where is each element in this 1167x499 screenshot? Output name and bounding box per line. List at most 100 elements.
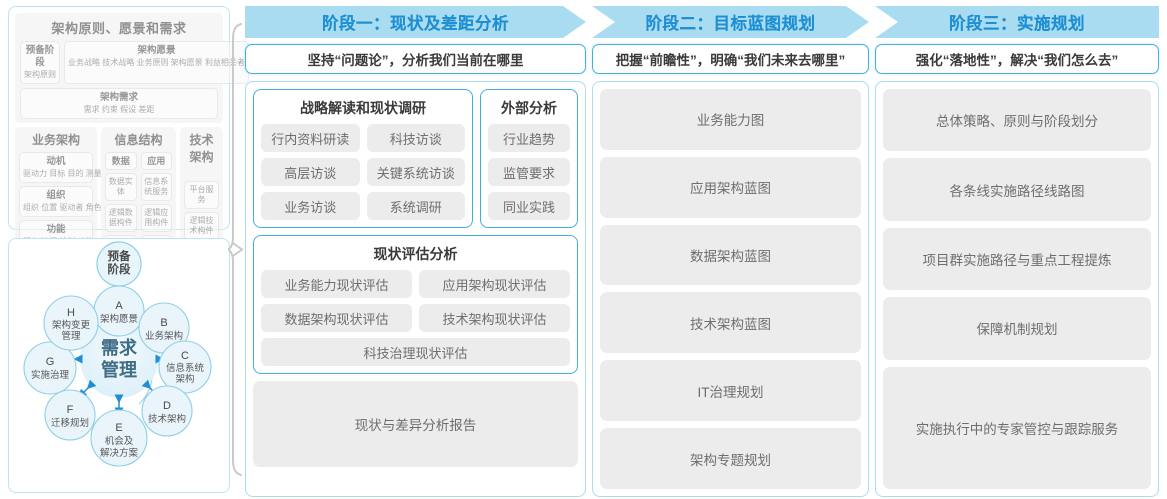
- pill-row: 数据架构现状评估 技术架构现状评估: [261, 304, 570, 332]
- togaf-adm-cycle-panel: 预备 阶段 需求 管理: [8, 238, 230, 493]
- brace-arrow-head: [232, 242, 243, 257]
- list-item[interactable]: 架构专题规划: [600, 428, 861, 489]
- phase-2-ribbon[interactable]: 阶段二：目标蓝图规划: [592, 6, 869, 38]
- current-state-assessment-card: 现状评估分析 业务能力现状评估 应用架构现状评估 数据架构现状评估 技术架构现状…: [253, 235, 578, 374]
- togaf-vision-box: 架构愿景 业务战略 技术战略 业务原则 架构愿景 利益相关者: [64, 41, 249, 84]
- phase-column-2: 阶段二：目标蓝图规划 把握“前瞻性”，明确“我们未来去哪里” 业务能力图 应用架…: [592, 6, 869, 497]
- pill-item[interactable]: 同业实践: [488, 192, 570, 220]
- adm-node-g-label: 实施治理: [31, 369, 70, 381]
- adm-node-d[interactable]: [141, 385, 193, 437]
- phase-column-1: 阶段一：现状及差距分析 坚持“问题论”，分析我们当前在哪里 战略解读和现状调研 …: [245, 6, 586, 497]
- adm-node-g-key: G: [46, 356, 55, 368]
- list-item[interactable]: 总体策略、原则与阶段划分: [883, 89, 1151, 152]
- list-item[interactable]: IT治理规划: [600, 360, 861, 422]
- togaf-top-title: 架构原则、愿景和需求: [51, 21, 187, 36]
- togaf-requirements-items: 需求 约束 假设 差距: [83, 105, 155, 114]
- adm-preliminary-line2: 阶段: [108, 262, 131, 276]
- phase-3-body: 总体策略、原则与阶段划分 各条线实施路径线路图 项目群实施路径与重点工程提炼 保…: [875, 81, 1159, 497]
- current-state-assessment-title: 现状评估分析: [373, 246, 458, 262]
- adm-cycle-diagram: 预备 阶段 需求 管理: [23, 241, 212, 467]
- togaf-col-technology-header: 技术架构: [189, 133, 214, 164]
- pill-item[interactable]: 业务访谈: [261, 192, 360, 220]
- adm-node-f[interactable]: [44, 389, 96, 441]
- pill-item[interactable]: 监管要求: [488, 158, 570, 186]
- list-item[interactable]: 保障机制规划: [883, 297, 1151, 360]
- adm-node-h[interactable]: [43, 295, 99, 351]
- phase-1-top-row: 战略解读和现状调研 行内资料研读 科技访谈 高层访谈 关键系统访谈 业务访谈 系…: [253, 89, 578, 228]
- adm-node-c-label2: 架构: [175, 373, 194, 385]
- togaf-vision-items: 业务战略 技术战略 业务原则 架构愿景 利益相关者: [68, 58, 245, 67]
- pill-row: 业务访谈 系统调研: [261, 192, 465, 220]
- adm-node-a-label: 架构愿景: [100, 313, 138, 325]
- adm-node-c-key: C: [181, 350, 189, 362]
- togaf-requirements-box: 架构需求 需求 约束 假设 差距: [20, 88, 218, 119]
- adm-node-b-key: B: [160, 317, 167, 329]
- list-item[interactable]: 实施执行中的专家管控与跟踪服务: [883, 366, 1151, 489]
- adm-node-e-label2: 解决方案: [100, 447, 139, 459]
- adm-node-e-label1: 机会及: [105, 435, 134, 447]
- adm-node-d-key: D: [163, 400, 171, 412]
- list-item[interactable]: 数据架构蓝图: [600, 224, 861, 286]
- adm-node-g[interactable]: [23, 341, 77, 395]
- pill-item[interactable]: 科技访谈: [366, 124, 465, 152]
- pill-item[interactable]: 业务能力现状评估: [261, 270, 412, 298]
- togaf-content-framework-panel: 架构原则、愿景和需求 预备阶段 架构原则 架构愿景 业务战略 技术战略 业务原则…: [8, 6, 249, 330]
- adm-center-line1: 需求: [101, 337, 138, 358]
- list-item[interactable]: 应用架构蓝图: [600, 156, 861, 218]
- list-item[interactable]: 业务能力图: [600, 89, 861, 150]
- pill-row: 科技治理现状评估: [261, 338, 570, 366]
- togaf-col-information-header: 信息结构: [114, 133, 163, 147]
- list-item[interactable]: 技术架构蓝图: [600, 292, 861, 354]
- pill-row: 业务能力现状评估 应用架构现状评估: [261, 270, 570, 298]
- togaf-vision-title: 架构愿景: [137, 45, 176, 56]
- togaf-prelim-box: 预备阶段 架构原则: [20, 41, 60, 84]
- adm-center-requirements[interactable]: [80, 320, 158, 398]
- adm-node-f-label: 迁移规划: [51, 417, 89, 429]
- list-item[interactable]: 项目群实施路径与重点工程提炼: [883, 227, 1151, 291]
- phase-1-body: 战略解读和现状调研 行内资料研读 科技访谈 高层访谈 关键系统访谈 业务访谈 系…: [245, 81, 586, 497]
- phase-1-ribbon[interactable]: 阶段一：现状及差距分析: [245, 6, 586, 38]
- adm-node-h-label2: 管理: [61, 330, 81, 342]
- adm-node-e[interactable]: [90, 409, 148, 467]
- pill-item[interactable]: 关键系统访谈: [366, 158, 465, 186]
- pill-row: 高层访谈 关键系统访谈: [261, 158, 465, 186]
- adm-preliminary-line1: 预备: [108, 249, 131, 263]
- strategy-research-title: 战略解读和现状调研: [300, 100, 426, 116]
- phase-1-subtitle: 坚持“问题论”，分析我们当前在哪里: [245, 44, 586, 74]
- togaf-group-motivation: 动机 驱动力 目标 目的 测量: [19, 152, 102, 183]
- pill-item[interactable]: 行业趋势: [488, 124, 570, 152]
- phase-1-ribbon-shape: [245, 6, 586, 38]
- togaf-prelim-items: 架构原则: [24, 70, 56, 79]
- adm-node-a-key: A: [115, 300, 123, 312]
- adm-node-d-label: 技术架构: [148, 413, 186, 425]
- togaf-requirements-band: 架构原则、愿景和需求 预备阶段 架构原则 架构愿景 业务战略 技术战略 业务原则…: [15, 13, 249, 123]
- pill-item[interactable]: 应用架构现状评估: [419, 270, 570, 298]
- adm-node-h-key: H: [67, 307, 75, 319]
- brace-connector: [228, 23, 243, 476]
- phase-3-subtitle: 强化“落地性”，解决“我们怎么去”: [875, 44, 1159, 74]
- pill-item[interactable]: 系统调研: [366, 192, 465, 220]
- gap-analysis-report[interactable]: 现状与差异分析报告: [253, 381, 578, 467]
- pill-item[interactable]: 数据架构现状评估: [261, 304, 412, 332]
- phase-3-ribbon[interactable]: 阶段三：实施规划: [875, 6, 1159, 38]
- phase-3-ribbon-label: 阶段三：实施规划: [949, 15, 1085, 33]
- phase-2-subtitle: 把握“前瞻性”，明确“我们未来去哪里”: [592, 44, 869, 74]
- adm-node-b-label: 业务架构: [145, 330, 183, 342]
- pill-row: 行内资料研读 科技访谈: [261, 124, 465, 152]
- phase-column-3: 阶段三：实施规划 强化“落地性”，解决“我们怎么去” 总体策略、原则与阶段划分 …: [875, 6, 1159, 497]
- pill-item[interactable]: 行内资料研读: [261, 124, 360, 152]
- adm-center-line2: 管理: [101, 359, 137, 380]
- list-item[interactable]: 各条线实施路径线路图: [883, 158, 1151, 221]
- pill-item[interactable]: 技术架构现状评估: [419, 304, 570, 332]
- pill-item[interactable]: 科技治理现状评估: [261, 338, 570, 366]
- external-analysis-title: 外部分析: [501, 100, 557, 116]
- phase-2-ribbon-shape: [592, 6, 869, 38]
- pill-item[interactable]: 高层访谈: [261, 158, 360, 186]
- togaf-requirements-title: 架构需求: [99, 92, 138, 103]
- phase-1-ribbon-label: 阶段一：现状及差距分析: [322, 15, 509, 33]
- adm-node-f-key: F: [67, 404, 74, 416]
- phase-2-body: 业务能力图 应用架构蓝图 数据架构蓝图 技术架构蓝图 IT治理规划 架构专题规划: [592, 81, 869, 497]
- external-analysis-card: 外部分析 行业趋势 监管要求 同业实践: [480, 89, 578, 228]
- adm-node-e-key: E: [115, 422, 122, 434]
